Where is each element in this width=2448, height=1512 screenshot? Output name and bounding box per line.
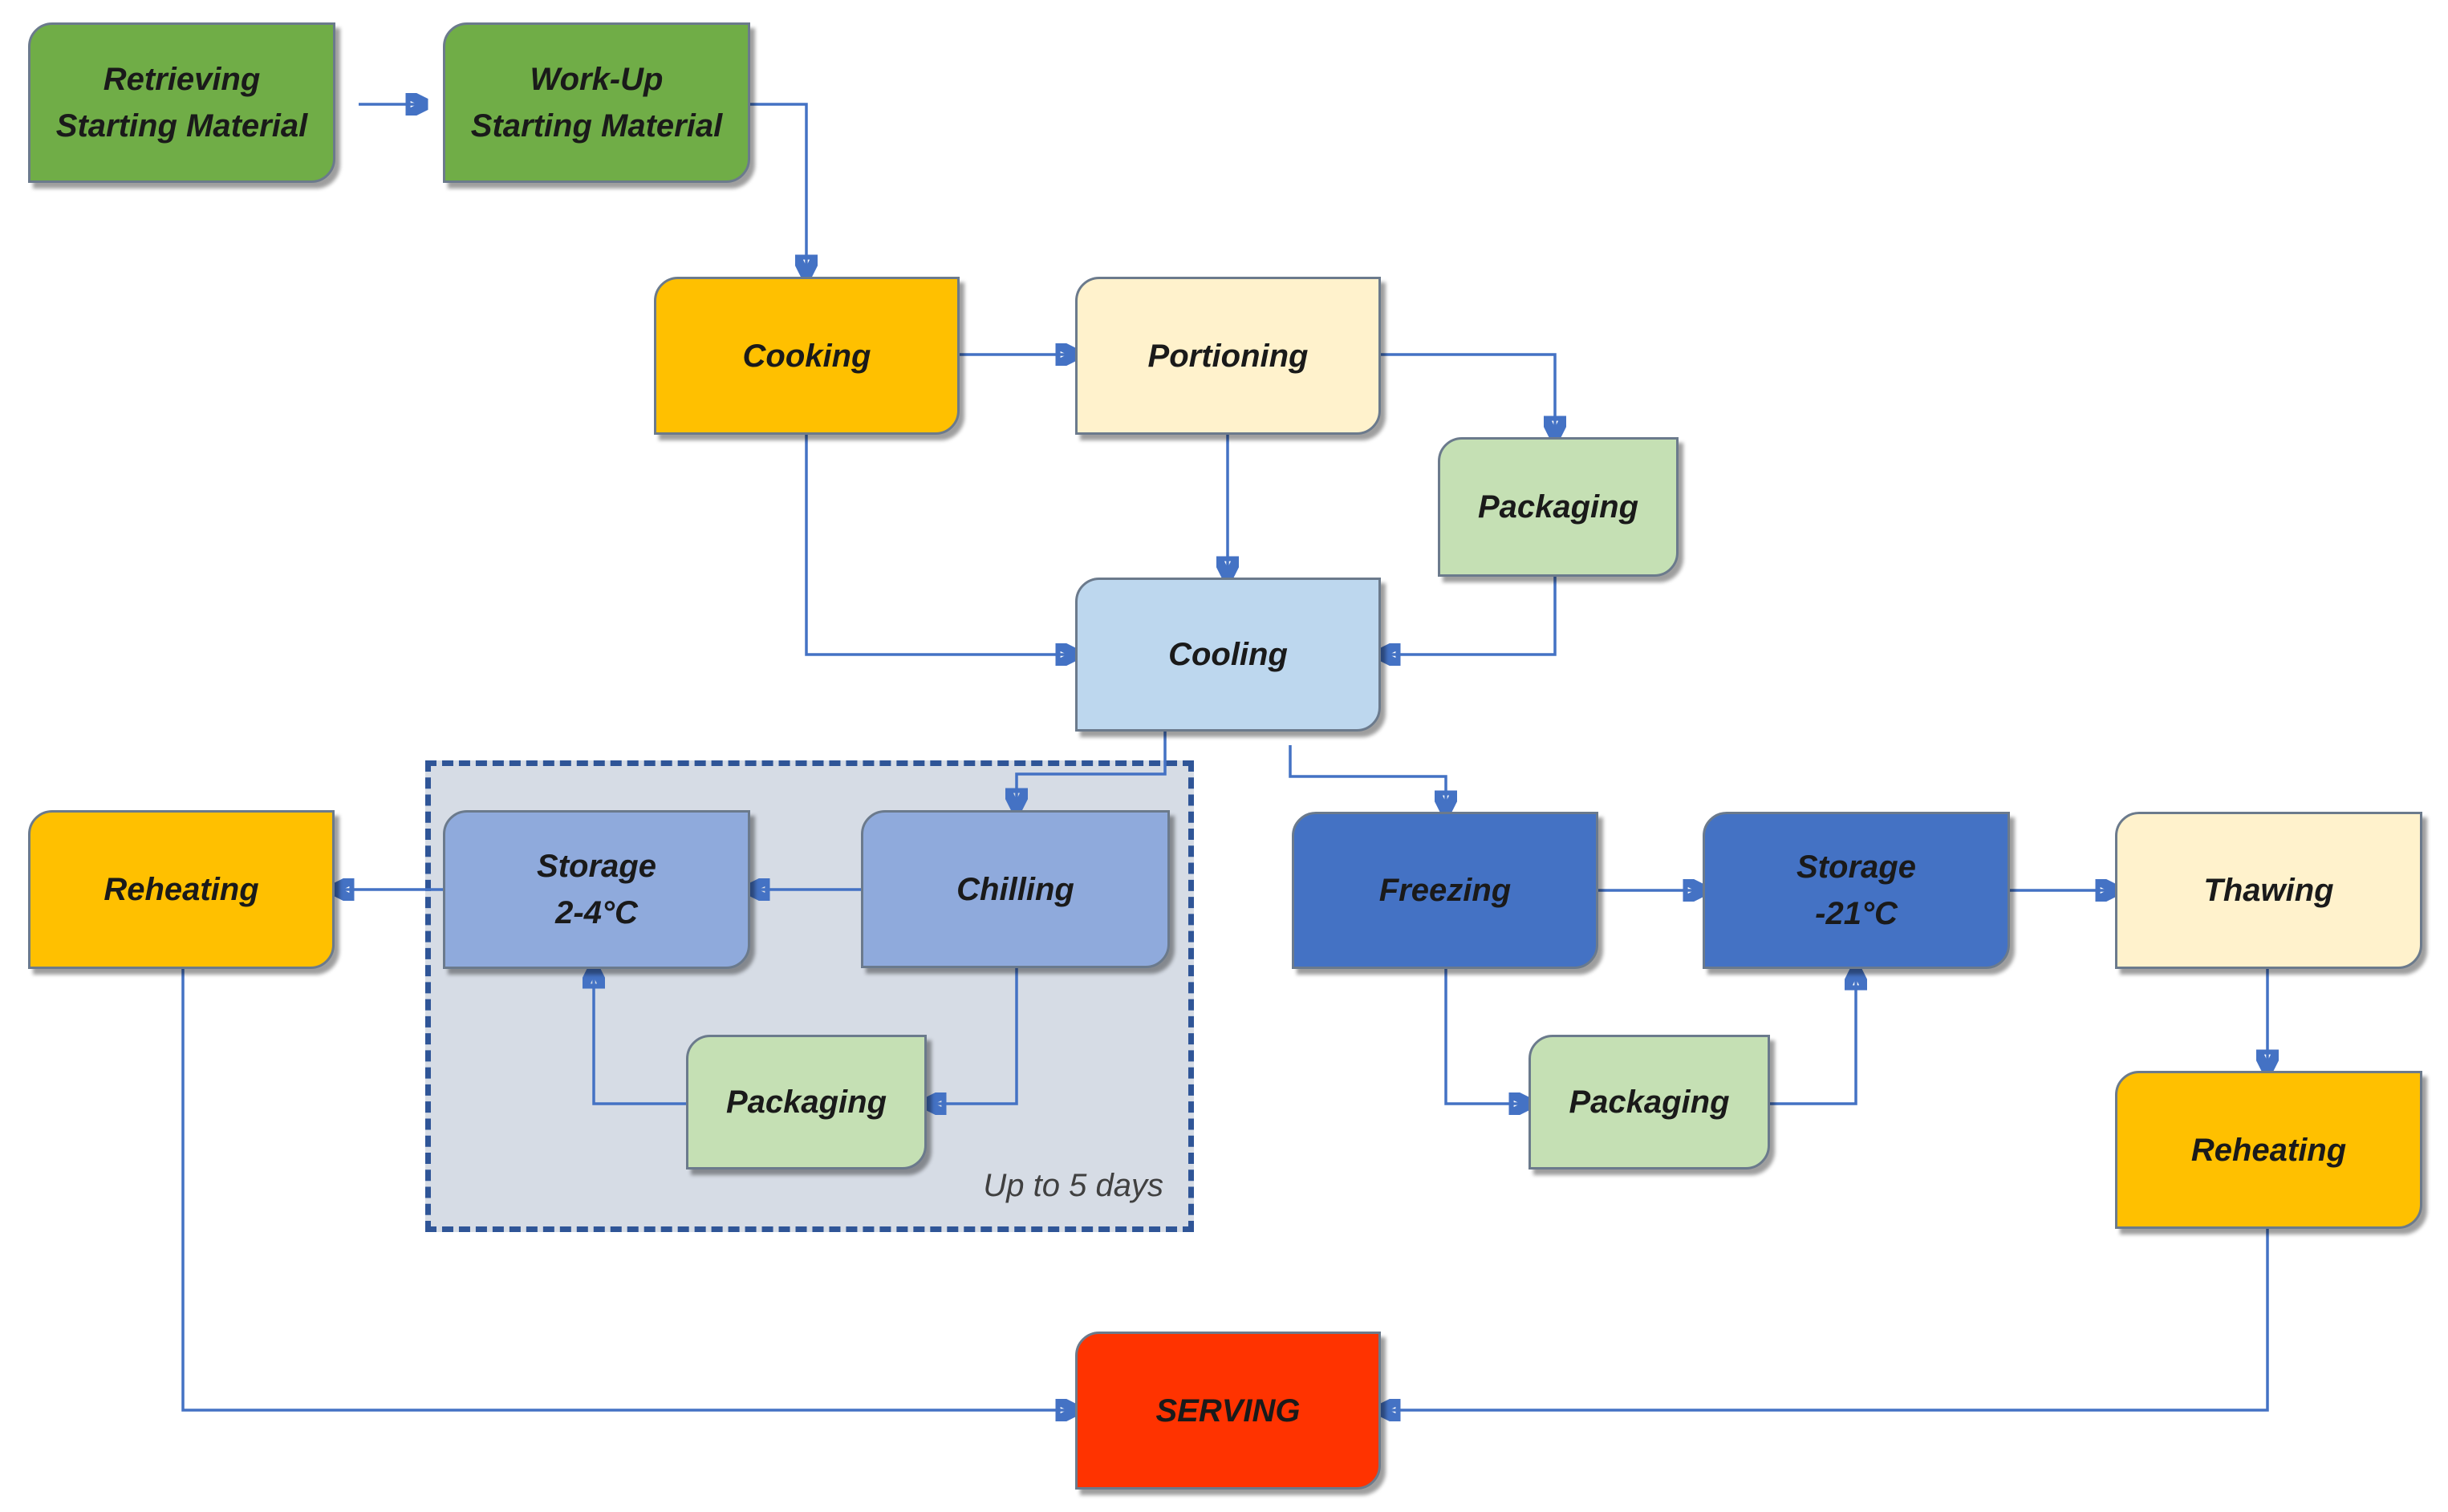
arrow-packaging-to-storage-frozen xyxy=(1770,971,1856,1105)
chilling-box: Chilling xyxy=(861,810,1170,968)
work-up-starting-material-box: Work-Up Starting Material xyxy=(443,22,750,183)
arrow-portioning-to-packaging xyxy=(1381,353,1555,436)
zone-duration-note: Up to 5 days xyxy=(983,1168,1163,1203)
arrow-reheating-right-to-serving xyxy=(1381,1229,2269,1410)
serving-box: SERVING xyxy=(1075,1332,1381,1490)
cooling-box: Cooling xyxy=(1075,578,1381,732)
retrieving-starting-material-box: Retrieving Starting Material xyxy=(28,22,335,183)
arrow-workup-to-cooking xyxy=(750,103,806,274)
arrow-packaging-to-cooling xyxy=(1381,577,1557,655)
thawing-box: Thawing xyxy=(2115,812,2422,969)
arrow-cooking-to-cooling xyxy=(805,435,1075,655)
cooking-box: Cooking xyxy=(654,277,960,435)
storage-chilled-box: Storage 2-4°C xyxy=(443,810,750,969)
packaging-box-top: Packaging xyxy=(1438,437,1679,577)
packaging-box-chilled: Packaging xyxy=(686,1035,927,1169)
freezing-box: Freezing xyxy=(1292,812,1598,969)
storage-frozen-box: Storage -21°C xyxy=(1703,812,2010,969)
arrow-freezing-to-packaging xyxy=(1444,969,1528,1104)
reheating-box-right: Reheating xyxy=(2115,1071,2422,1229)
arrow-cooling-to-freezing xyxy=(1289,745,1446,810)
reheating-box-left: Reheating xyxy=(28,810,335,969)
portioning-box: Portioning xyxy=(1075,277,1381,435)
packaging-box-frozen: Packaging xyxy=(1528,1035,1770,1169)
